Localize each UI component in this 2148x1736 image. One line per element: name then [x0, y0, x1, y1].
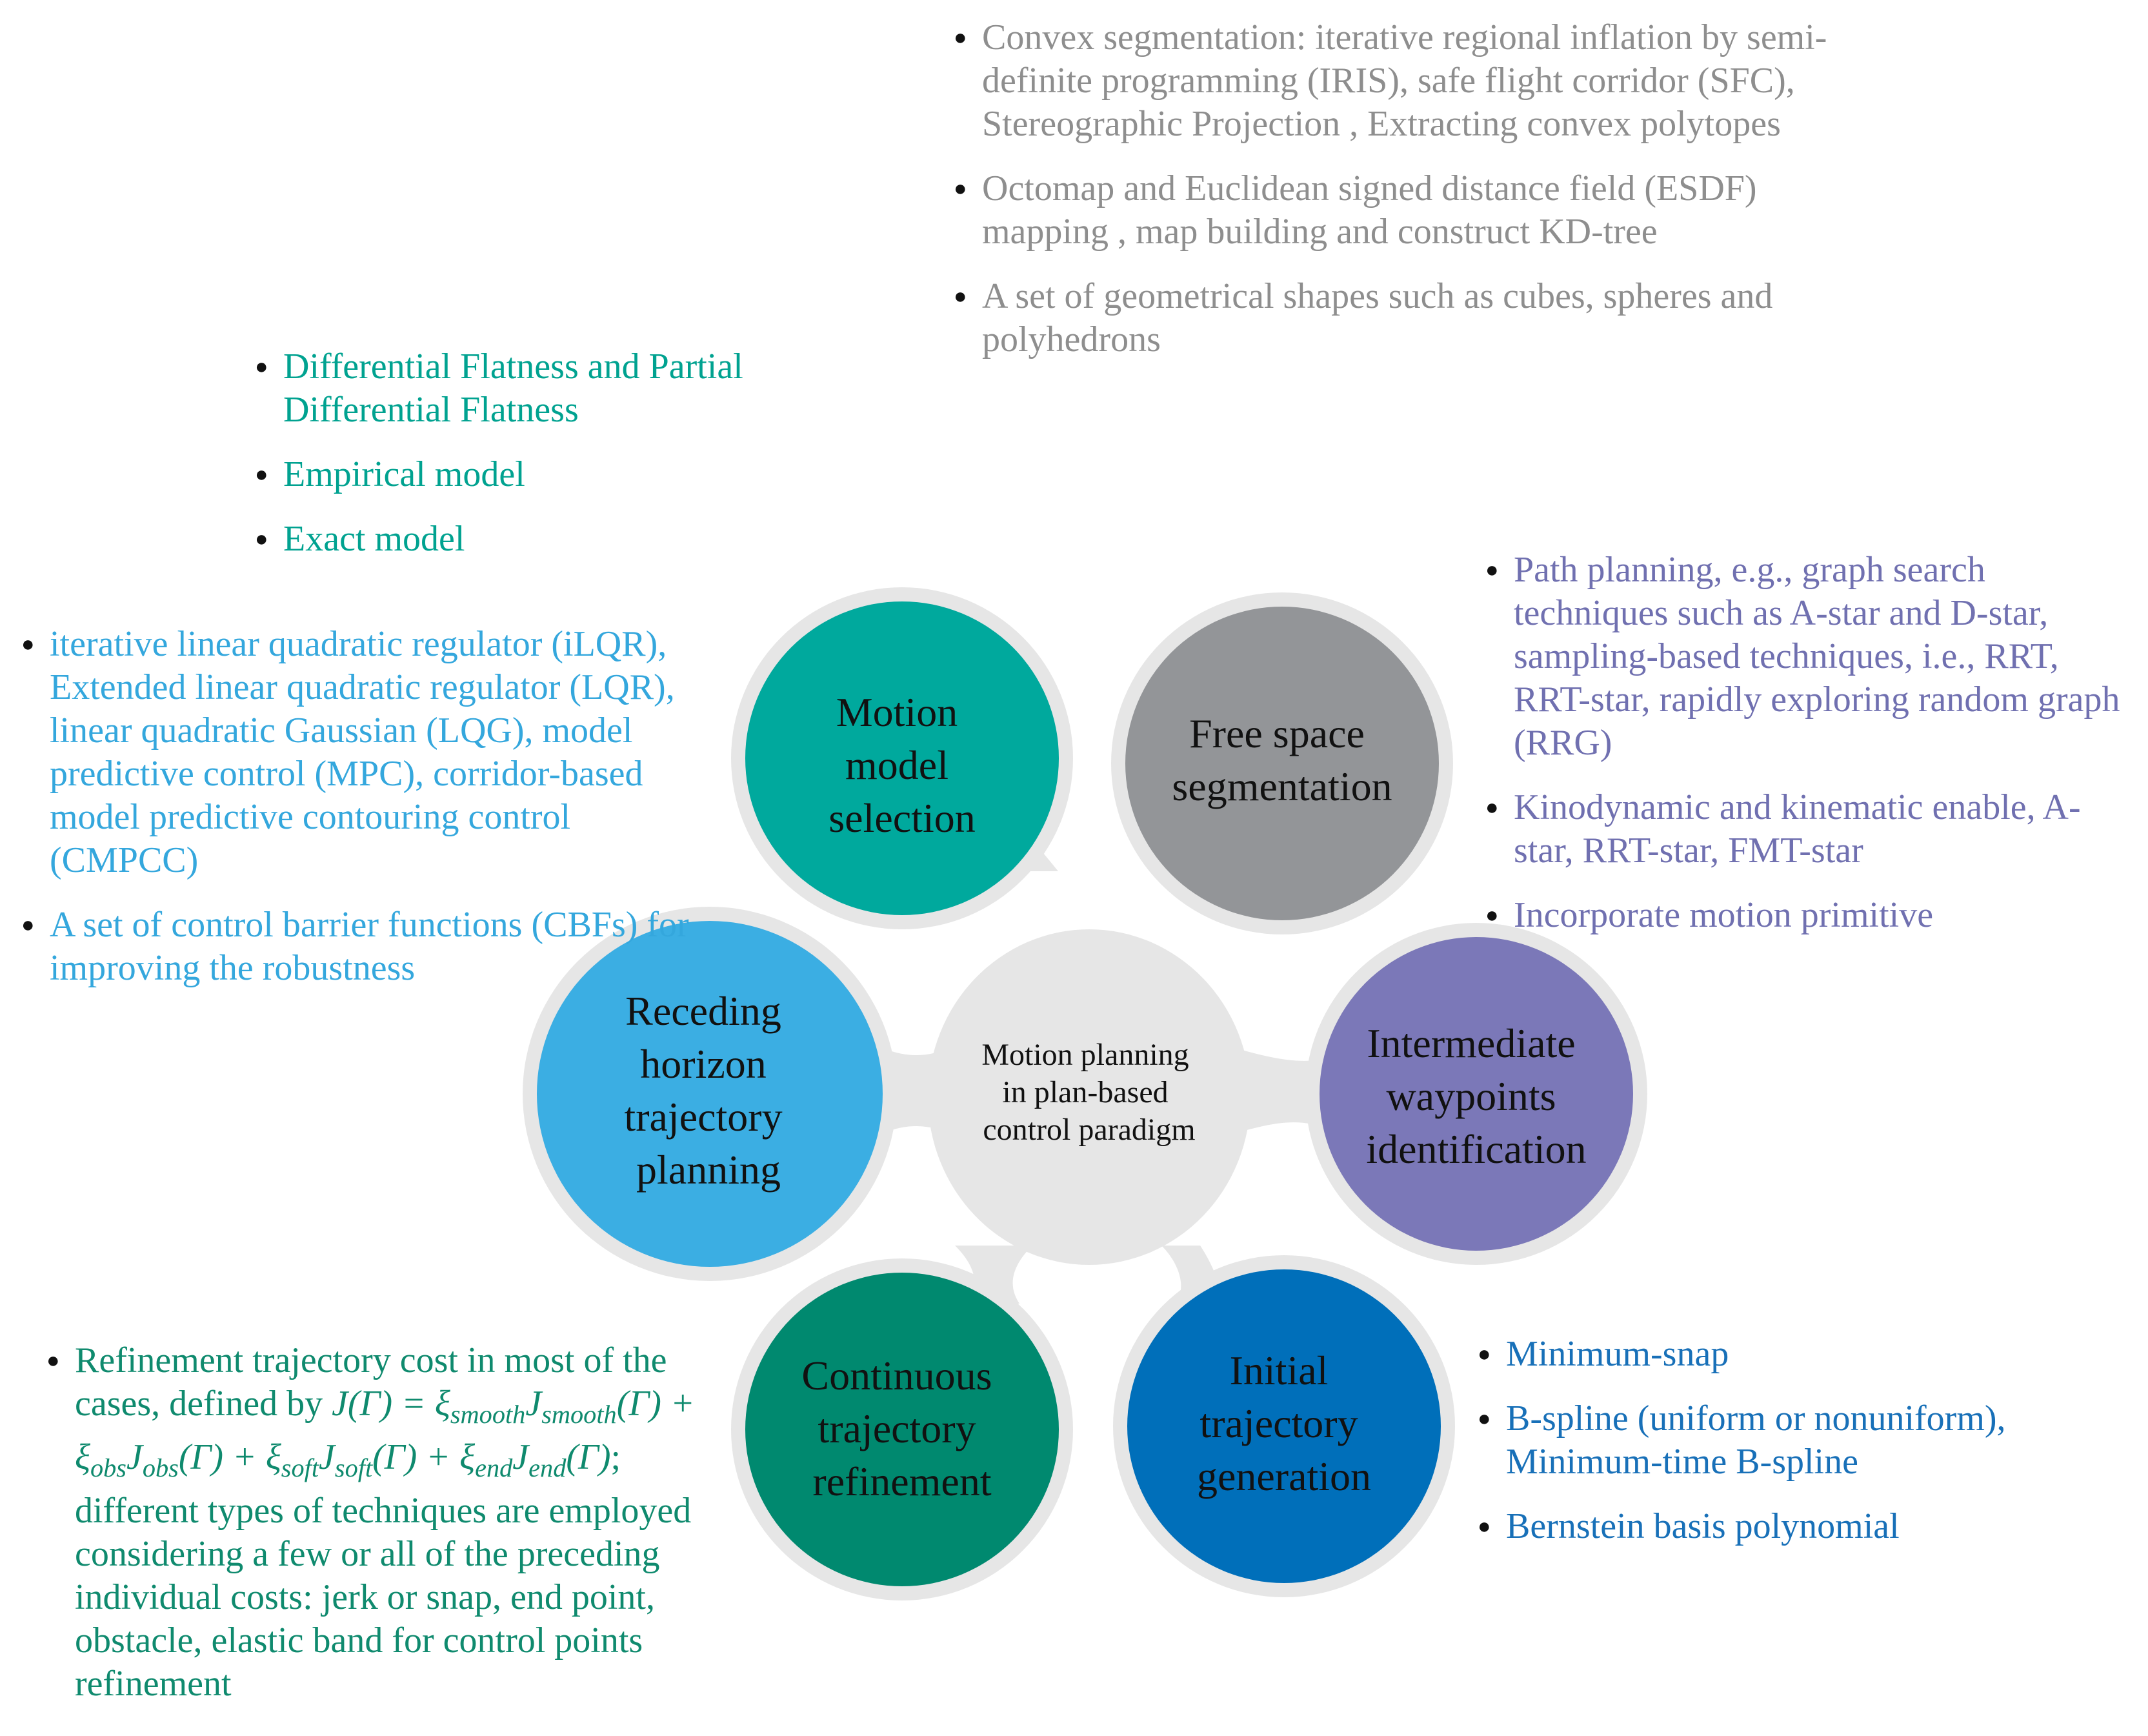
node-initial-traj-label: Initial trajectory generation [1197, 1347, 1371, 1499]
node-receding-line-3: trajectory [624, 1094, 782, 1140]
node-waypoints-line-2: waypoints [1386, 1073, 1556, 1119]
node-receding-line-1: Receding [625, 988, 781, 1034]
free-space-item-1: Convex segmentation: iterative regional … [982, 17, 1827, 144]
node-initial-traj-disc [1127, 1269, 1441, 1583]
node-receding-line-2: horizon [640, 1041, 767, 1087]
list-item: Incorporate motion primitive [1485, 894, 2137, 937]
node-initial-traj: Initial trajectory generation [1113, 1255, 1455, 1597]
list-item: Octomap and Euclidean signed distance fi… [954, 167, 1844, 254]
free-space-item-3: A set of geometrical shapes such as cube… [982, 276, 1773, 359]
waypoints-item-3: Incorporate motion primitive [1514, 895, 1934, 935]
list-item: Kinodynamic and kinematic enable, A-star… [1485, 786, 2137, 873]
node-refinement-label: Continuous trajectory refinement [801, 1353, 1002, 1504]
center-line-3: control paradigm [983, 1113, 1195, 1147]
list-item: iterative linear quadratic regulator (iL… [21, 623, 692, 882]
node-receding: Receding horizon trajectory planning [523, 907, 897, 1281]
motion-model-item-3: Exact model [283, 519, 465, 559]
refinement-cost-formula: J(Γ) = ξsmoothJsmooth(Γ) + ξobsJobs(Γ) +… [75, 1384, 695, 1483]
list-item: Bernstein basis polynomial [1478, 1505, 2129, 1548]
node-motion-model-disc [745, 601, 1059, 915]
waypoints-item-1: Path planning, e.g., graph search techni… [1514, 550, 2120, 763]
list-item: Minimum-snap [1478, 1333, 2129, 1376]
node-motion-model: Motion model selection [731, 587, 1073, 929]
node-refinement-disc [745, 1273, 1059, 1586]
node-refinement: Continuous trajectory refinement [731, 1258, 1073, 1600]
center-hub [928, 929, 1250, 1265]
list-item: Differential Flatness and Partial Differ… [255, 345, 855, 432]
center-line-1: Motion planning [981, 1038, 1189, 1072]
list-item: Empirical model [255, 453, 855, 496]
node-free-space-line-2: segmentation [1172, 763, 1392, 809]
list-item: Convex segmentation: iterative regional … [954, 16, 1844, 146]
node-motion-model-label: Motion model selection [828, 689, 975, 841]
node-receding-disc [537, 921, 883, 1267]
list-receding: iterative linear quadratic regulator (iL… [21, 623, 692, 1011]
list-item: B-spline (uniform or nonuniform), Minimu… [1478, 1397, 2129, 1484]
node-motion-model-line-1: Motion [836, 689, 958, 735]
receding-item-1: iterative linear quadratic regulator (iL… [50, 624, 675, 880]
node-waypoints-label: Intermediate waypoints identification [1366, 1020, 1586, 1172]
node-waypoints-line-1: Intermediate [1367, 1020, 1575, 1066]
list-item: A set of control barrier functions (CBFs… [21, 903, 692, 990]
initial-traj-item-2: B-spline (uniform or nonuniform), Minimu… [1506, 1398, 2006, 1482]
initial-traj-item-3: Bernstein basis polynomial [1506, 1506, 1900, 1546]
receding-item-2: A set of control barrier functions (CBFs… [50, 905, 689, 988]
node-receding-label: Receding horizon trajectory planning [624, 988, 792, 1193]
list-initial-traj: Minimum-snap B-spline (uniform or nonuni… [1478, 1333, 2129, 1569]
list-item: Refinement trajectory cost in most of th… [46, 1339, 730, 1706]
node-refinement-line-1: Continuous [801, 1353, 992, 1398]
connector-waypoints [1226, 1045, 1329, 1136]
initial-traj-item-1: Minimum-snap [1506, 1334, 1729, 1374]
node-waypoints: Intermediate waypoints identification [1305, 923, 1647, 1265]
node-refinement-line-2: trajectory [818, 1406, 976, 1451]
node-waypoints-disc [1320, 937, 1633, 1251]
list-motion-model: Differential Flatness and Partial Differ… [255, 345, 855, 582]
list-item: Exact model [255, 518, 855, 561]
node-motion-model-line-3: selection [828, 795, 975, 841]
center-line-2: in plan-based [1002, 1075, 1168, 1109]
refinement-intro: Refinement trajectory cost in most of th… [75, 1340, 667, 1424]
node-receding-line-4: planning [636, 1147, 781, 1193]
node-initial-traj-line-2: trajectory [1199, 1400, 1358, 1446]
node-free-space-disc [1125, 607, 1439, 920]
node-free-space-label: Free space segmentation [1172, 711, 1392, 809]
node-refinement-line-3: refinement [812, 1458, 991, 1504]
node-initial-traj-line-1: Initial [1230, 1347, 1329, 1393]
motion-model-item-2: Empirical model [283, 454, 525, 494]
list-item: A set of geometrical shapes such as cube… [954, 275, 1844, 361]
refinement-tail: ; different types of techniques are empl… [75, 1437, 692, 1704]
list-free-space: Convex segmentation: iterative regional … [954, 16, 1844, 383]
node-initial-traj-line-3: generation [1197, 1453, 1371, 1499]
free-space-item-2: Octomap and Euclidean signed distance fi… [982, 168, 1757, 252]
node-free-space-line-1: Free space [1189, 711, 1365, 756]
node-waypoints-line-3: identification [1366, 1126, 1586, 1172]
node-free-space: Free space segmentation [1111, 592, 1453, 934]
node-motion-model-line-2: model [845, 742, 949, 788]
list-waypoints: Path planning, e.g., graph search techni… [1485, 549, 2137, 958]
list-refinement: Refinement trajectory cost in most of th… [46, 1339, 730, 1727]
motion-model-item-1: Differential Flatness and Partial Differ… [283, 347, 743, 430]
center-hub-label: Motion planning in plan-based control pa… [981, 1038, 1196, 1147]
waypoints-item-2: Kinodynamic and kinematic enable, A-star… [1514, 787, 2081, 871]
list-item: Path planning, e.g., graph search techni… [1485, 549, 2137, 765]
